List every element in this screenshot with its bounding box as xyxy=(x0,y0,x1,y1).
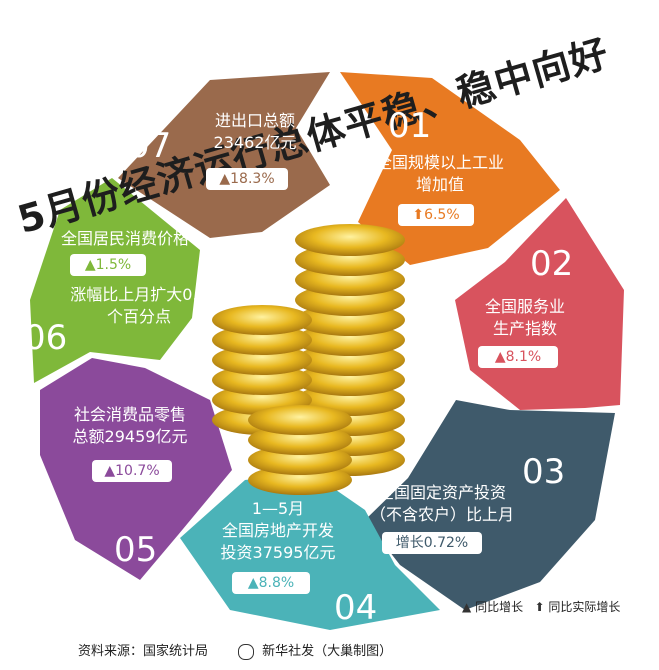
segment-04-number: 04 xyxy=(334,588,378,628)
up-arrow-icon: ⬆ xyxy=(412,207,425,223)
segment-03-value: 增长0.72% xyxy=(395,535,469,551)
up-triangle-icon: ▲ xyxy=(84,257,96,273)
segment-04-label: 1—5月 全国房地产开发 投资37595亿元 xyxy=(198,498,358,564)
segment-04-line-2: 全国房地产开发 xyxy=(221,521,334,540)
segment-01-shape xyxy=(340,72,560,265)
segment-02-badge: ▲8.1% xyxy=(478,346,558,368)
segment-06-value: 1.5% xyxy=(95,257,132,273)
segment-01-number: 01 xyxy=(388,106,432,146)
segment-06-extra-line-2: 个百分点 xyxy=(106,307,171,326)
up-triangle-icon: ▲ xyxy=(219,171,231,187)
legend-arrow-label: 同比实际增长 xyxy=(548,600,621,614)
up-triangle-icon: ▲ xyxy=(247,575,259,591)
segment-06-number: 06 xyxy=(24,318,68,358)
segment-04-line-3: 投资37595亿元 xyxy=(220,543,336,562)
segment-02-label: 全国服务业 生产指数 xyxy=(470,296,580,340)
segment-05-number: 05 xyxy=(114,530,158,570)
source-footer: 资料来源：国家统计局 xyxy=(78,644,209,659)
segment-05-line-2: 总额29459亿元 xyxy=(72,427,188,446)
segment-03-label: 全国固定资产投资 （不含农户）比上月 xyxy=(362,482,522,526)
segment-03-number: 03 xyxy=(522,452,566,492)
segment-07-value: 18.3% xyxy=(230,171,275,187)
up-triangle-icon: ▲ xyxy=(462,600,472,614)
up-arrow-icon: ⬆ xyxy=(534,600,545,614)
segment-07-badge: ▲18.3% xyxy=(206,168,288,190)
segment-04-badge: ▲8.8% xyxy=(232,572,310,594)
segment-01-badge: ⬆6.5% xyxy=(398,204,474,226)
segment-01-line-2: 增加值 xyxy=(415,175,464,194)
segment-06-shape xyxy=(30,178,200,383)
up-triangle-icon: ▲ xyxy=(494,349,506,365)
segment-06-extra: 涨幅比上月扩大0.3 个百分点 xyxy=(64,284,214,328)
segment-05-badge: ▲10.7% xyxy=(92,460,172,482)
segment-03-line-1: 全国固定资产投资 xyxy=(377,483,506,502)
segment-01-label: 全国规模以上工业 增加值 xyxy=(360,152,520,196)
segment-02-number: 02 xyxy=(530,244,574,284)
segment-03-badge: 增长0.72% xyxy=(382,532,482,554)
segment-07-label: 进出口总额 23462亿元 xyxy=(200,110,310,154)
segment-03-shape xyxy=(365,400,615,610)
segment-02-value: 8.1% xyxy=(505,349,542,365)
segment-06-extra-line-1: 涨幅比上月扩大0.3 xyxy=(70,285,208,304)
segment-06-line-1: 全国居民消费价格 xyxy=(60,229,189,248)
segment-07-shape xyxy=(118,72,330,238)
segment-06-badge: ▲1.5% xyxy=(70,254,146,276)
segment-05-value: 10.7% xyxy=(115,463,160,479)
segment-02-line-2: 生产指数 xyxy=(492,319,557,338)
segment-05-label: 社会消费品零售 总额29459亿元 xyxy=(60,404,200,448)
segment-04-value: 8.8% xyxy=(258,575,295,591)
up-triangle-icon: ▲ xyxy=(104,463,116,479)
segment-07-line-1: 进出口总额 xyxy=(214,111,295,130)
segment-01-line-1: 全国规模以上工业 xyxy=(375,153,504,172)
segment-03-line-2: （不含农户）比上月 xyxy=(369,505,514,524)
segment-02-line-1: 全国服务业 xyxy=(484,297,565,316)
segment-05-line-1: 社会消费品零售 xyxy=(73,405,186,424)
coin-stack-illustration xyxy=(212,224,405,495)
legend: ▲ 同比增长 ⬆ 同比实际增长 xyxy=(462,598,620,615)
segment-01-value: 6.5% xyxy=(424,207,460,223)
agency-credit-text: 新华社发（大巢制图） xyxy=(262,644,393,659)
legend-triangle-label: 同比增长 xyxy=(475,600,524,614)
agency-credit: 新华社发（大巢制图） xyxy=(238,640,392,660)
segment-04-line-1: 1—5月 xyxy=(251,499,305,518)
segment-07-line-2: 23462亿元 xyxy=(213,133,297,152)
xinhua-logo-icon xyxy=(238,643,254,660)
segment-07-number: 07 xyxy=(128,126,172,166)
segment-06-label: 全国居民消费价格 xyxy=(50,228,200,250)
